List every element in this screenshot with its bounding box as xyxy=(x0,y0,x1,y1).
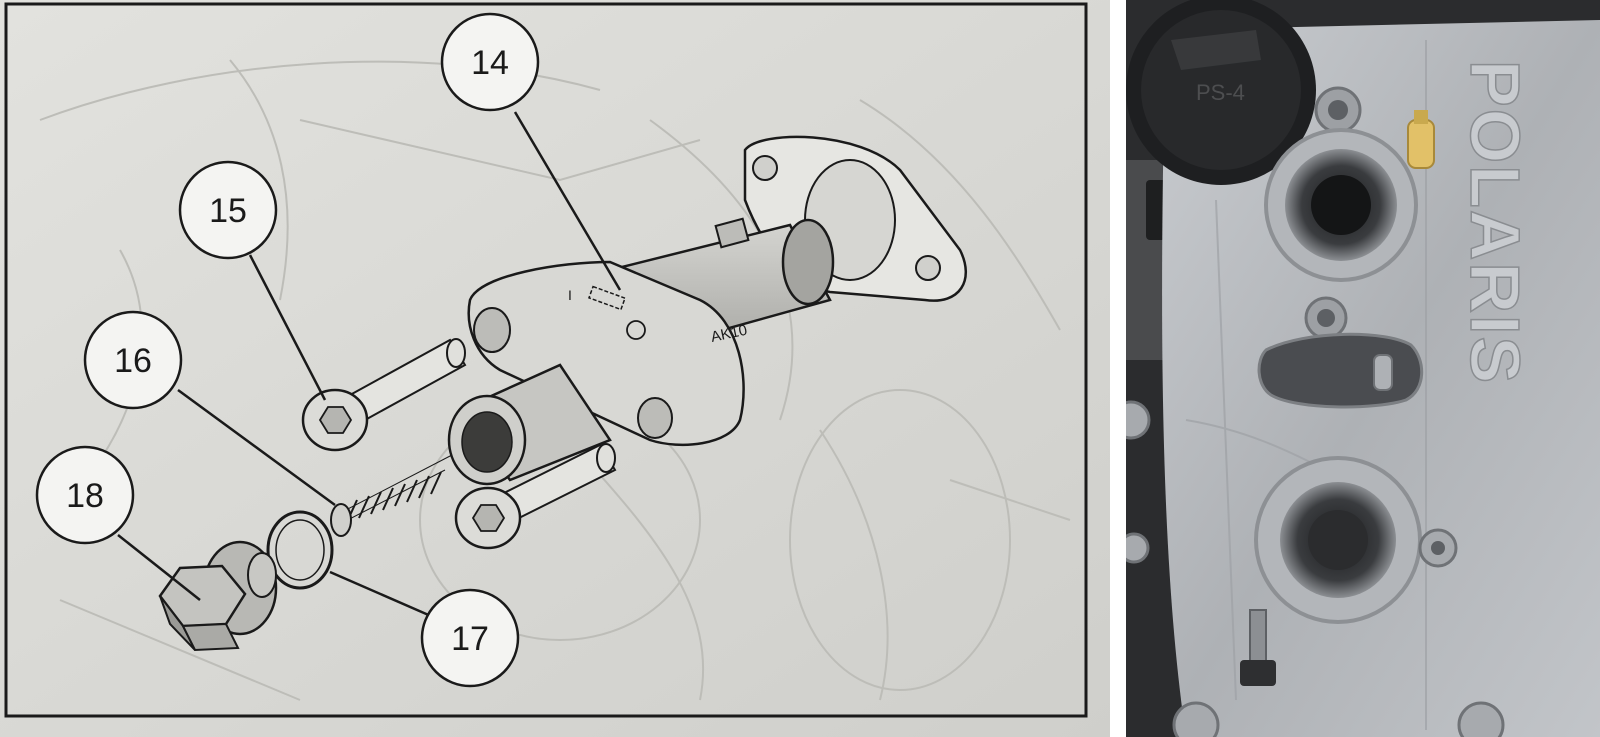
brand-logo-text: POLARIS xyxy=(1456,60,1534,385)
tensioner-mark: I xyxy=(568,287,572,303)
callout-16: 16 xyxy=(83,310,183,410)
diagram-frame xyxy=(4,2,1088,718)
callout-15-label: 15 xyxy=(209,192,247,230)
oil-filler-cap: PS-4 xyxy=(1126,0,1316,185)
bolt-lower xyxy=(454,443,617,550)
stud-bolt xyxy=(1240,609,1276,686)
callout-16-label: 16 xyxy=(114,342,152,380)
diagram-canvas: I AK10 xyxy=(0,0,1110,737)
sealing-washer xyxy=(266,510,334,590)
cover-bolt-left xyxy=(1126,400,1151,440)
breather-fitting xyxy=(1407,110,1435,169)
spark-plug-well-lower xyxy=(1254,456,1422,624)
exploded-parts-diagram: I AK10 xyxy=(0,0,1110,737)
oil-cap-text: PS-4 xyxy=(1196,80,1245,105)
callout-18: 18 xyxy=(35,445,135,545)
callout-18-label: 18 xyxy=(66,477,104,515)
spark-plug-well-upper xyxy=(1264,128,1418,282)
engine-photo-canvas: PS-4 xyxy=(1126,0,1600,737)
plug-bolt xyxy=(158,540,278,652)
callout-15: 15 xyxy=(178,160,278,260)
callout-17-label: 17 xyxy=(451,620,489,658)
bolt-upper xyxy=(301,338,467,452)
callout-17: 17 xyxy=(420,588,520,688)
callout-14: 14 xyxy=(440,12,540,112)
leader-lines xyxy=(117,111,622,622)
tensioner-spring xyxy=(330,454,453,537)
tensioner-access-port xyxy=(1257,332,1424,409)
brand-logo: POLARIS xyxy=(1455,59,1535,386)
engine-photo: PS-4 xyxy=(1126,0,1600,737)
callout-14-label: 14 xyxy=(471,44,509,82)
cam-chain-tensioner: I AK10 xyxy=(447,217,835,486)
